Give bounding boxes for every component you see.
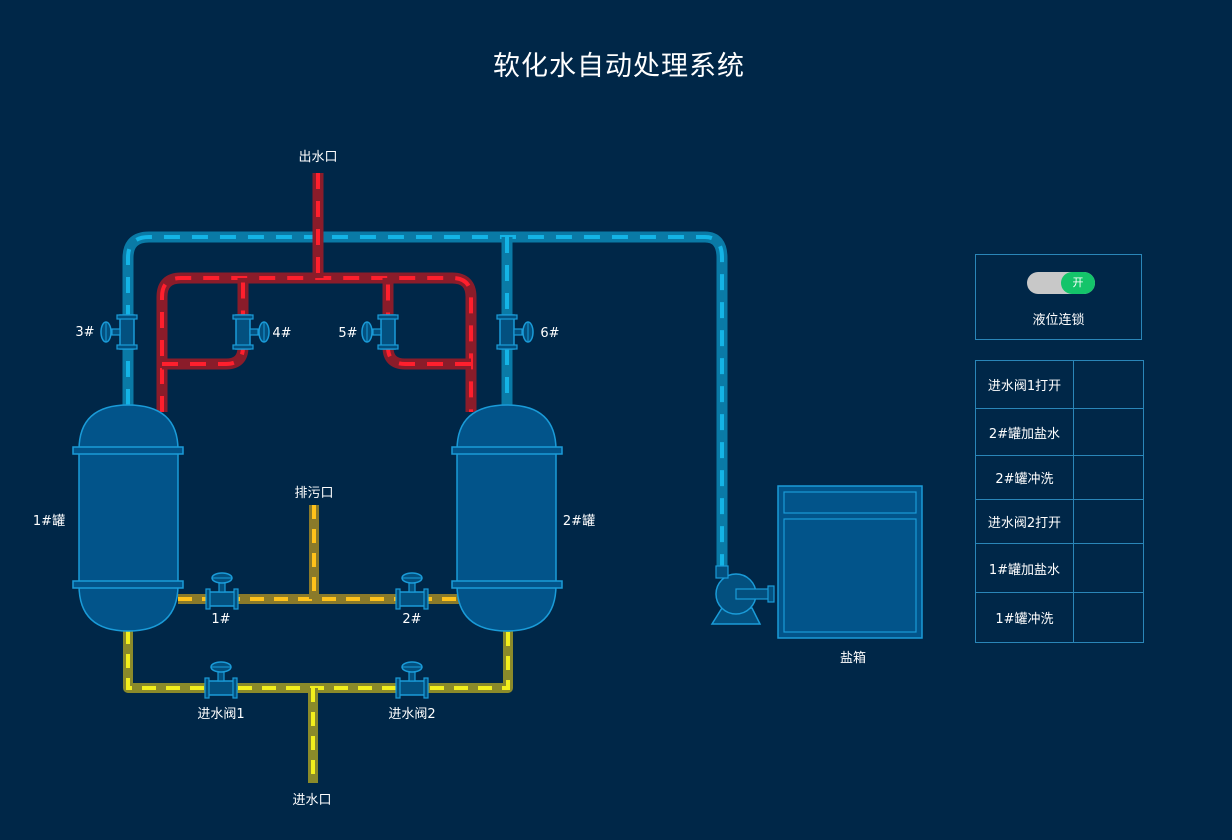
inlet-valve-2[interactable] — [395, 661, 429, 699]
valve-5-label: 5# — [338, 326, 357, 341]
toggle-knob: 开 — [1061, 272, 1095, 294]
status-table: 进水阀1打开 2#罐加盐水 2#罐冲洗 进水阀2打开 1#罐加盐水 1#罐冲洗 — [975, 360, 1145, 643]
inlet-label: 进水口 — [292, 793, 331, 808]
inlet-valve-1-label: 进水阀1 — [197, 707, 244, 722]
valve-6[interactable] — [496, 314, 534, 350]
valve-1-label: 1# — [211, 612, 230, 627]
status-name: 1#罐加盐水 — [975, 543, 1074, 593]
valve-2-label: 2# — [402, 612, 421, 627]
pump-icon — [710, 565, 775, 625]
blue-pipe-network — [122, 231, 728, 572]
level-interlock-panel: 开 液位连锁 — [975, 254, 1142, 340]
inlet-valve-1[interactable] — [204, 661, 238, 699]
tank-1 — [72, 404, 184, 632]
valve-2[interactable] — [395, 572, 429, 610]
table-row: 进水阀1打开 — [975, 360, 1145, 409]
status-value — [1072, 543, 1145, 593]
table-row: 1#罐加盐水 — [975, 543, 1145, 593]
status-value — [1072, 499, 1145, 544]
inlet-valve-2-label: 进水阀2 — [388, 707, 435, 722]
status-name: 进水阀1打开 — [975, 360, 1074, 409]
valve-3[interactable] — [100, 314, 138, 350]
outlet-label: 出水口 — [298, 150, 337, 165]
red-pipe-network — [156, 173, 477, 412]
valve-6-label: 6# — [540, 326, 559, 341]
status-name: 进水阀2打开 — [975, 499, 1074, 544]
page-title: 软化水自动处理系统 — [493, 51, 745, 82]
tank-1-label: 1#罐 — [33, 514, 65, 529]
table-row: 2#罐冲洗 — [975, 455, 1145, 500]
status-name: 1#罐冲洗 — [975, 592, 1074, 643]
tank-2-label: 2#罐 — [563, 514, 595, 529]
salt-box-label: 盐箱 — [840, 650, 866, 666]
valve-5[interactable] — [361, 314, 399, 350]
level-interlock-toggle[interactable]: 开 — [1027, 272, 1095, 294]
tank-2 — [451, 404, 563, 632]
status-name: 2#罐冲洗 — [975, 455, 1074, 500]
table-row: 2#罐加盐水 — [975, 408, 1145, 456]
valve-4[interactable] — [232, 314, 270, 350]
status-value — [1072, 360, 1145, 409]
table-row: 进水阀2打开 — [975, 499, 1145, 544]
inlet-pipe-network — [123, 630, 513, 783]
table-row: 1#罐冲洗 — [975, 592, 1145, 643]
status-value — [1072, 408, 1145, 456]
status-value — [1072, 592, 1145, 643]
salt-box — [777, 485, 923, 639]
valve-4-label: 4# — [272, 326, 291, 341]
drain-label: 排污口 — [294, 486, 333, 501]
status-value — [1072, 455, 1145, 500]
valve-1[interactable] — [205, 572, 239, 610]
valve-3-label: 3# — [75, 325, 94, 340]
level-interlock-label: 液位连锁 — [1032, 313, 1085, 328]
status-name: 2#罐加盐水 — [975, 408, 1074, 456]
